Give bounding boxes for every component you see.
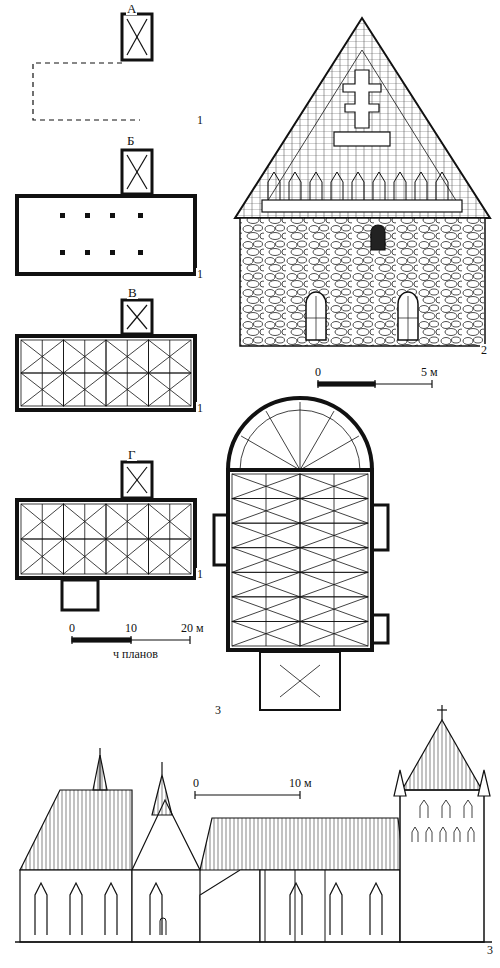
callout-number: 0 xyxy=(68,622,76,634)
phase-letter: Г xyxy=(127,448,137,461)
phase-letter: Б xyxy=(126,134,135,147)
callout-number: 10 м xyxy=(288,777,313,789)
plan-a xyxy=(33,14,152,120)
callout-number: ч планов xyxy=(112,648,159,660)
gable-facade xyxy=(235,18,490,388)
phase-letter: В xyxy=(127,286,138,299)
callout-number: 10 xyxy=(124,622,138,634)
callout-number: 1 xyxy=(196,402,204,414)
plan-g xyxy=(17,462,195,610)
callout-number: 3 xyxy=(486,944,494,956)
plan-b xyxy=(17,150,195,274)
callout-number: 1 xyxy=(196,268,204,280)
scale-bar xyxy=(72,636,190,644)
callout-number: 2 xyxy=(480,344,488,356)
church-plan xyxy=(214,398,388,710)
callout-number: 0 xyxy=(192,777,200,789)
church-elevation xyxy=(15,705,492,942)
callout-number: 1 xyxy=(196,568,204,580)
plan-v xyxy=(17,300,195,410)
phase-letter: А xyxy=(126,2,137,15)
callout-number: 1 xyxy=(196,114,204,126)
callout-number: 3 xyxy=(214,704,222,716)
callout-number: 0 xyxy=(314,366,322,378)
callout-number: 20 м xyxy=(180,622,205,634)
callout-number: 5 м xyxy=(420,366,439,378)
